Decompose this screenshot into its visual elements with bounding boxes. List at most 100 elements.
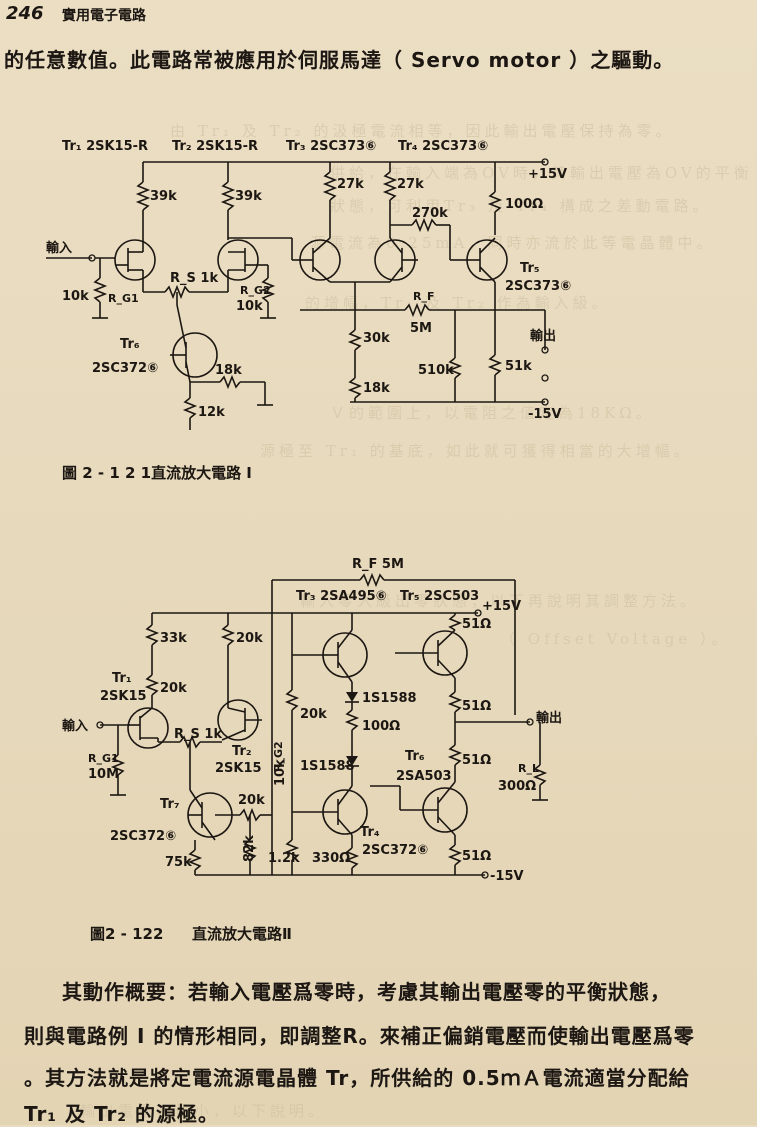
diode-1s1588-a: 1S1588: [345, 691, 417, 710]
resistor-51-ohm-b: 51Ω: [447, 678, 491, 722]
resistor-12k: 12k: [182, 382, 225, 430]
resistor-51-ohm-a: 51Ω: [448, 613, 491, 632]
bleed-through-text: 的增幅，Tr₁ 及 Tr₂ 作為輸入級。: [305, 294, 611, 312]
svg-text:27k: 27k: [337, 177, 364, 192]
svg-text:30k: 30k: [363, 331, 390, 346]
svg-text:輸出: 輸出: [530, 328, 556, 344]
svg-text:18k: 18k: [215, 363, 242, 378]
tr3-label: Tr₃ 2SC373⑥: [286, 139, 376, 154]
svg-text:Tr₄: Tr₄: [360, 825, 380, 840]
resistor-18k-a: 18k: [347, 377, 390, 402]
svg-text:輸入: 輸入: [62, 718, 88, 734]
svg-text:Tr₂: Tr₂: [232, 744, 252, 759]
tr5-transistor: Tr₅ 2SC373⑥: [449, 225, 571, 294]
tr6-transistor: Tr₆ 2SC372⑥: [92, 304, 218, 383]
svg-text:Tr₇: Tr₇: [160, 797, 180, 812]
tr5-transistor: [395, 629, 468, 679]
svg-text:R_S 1k: R_S 1k: [170, 271, 218, 286]
paragraph-line: Tr₁ 及 Tr₂ 的源極。: [24, 1102, 220, 1126]
svg-text:510k: 510k: [418, 363, 454, 378]
svg-text:-15V: -15V: [490, 869, 524, 884]
tr3-label: Tr₃ 2SA495⑥: [296, 589, 387, 604]
input-terminal: 輸入: [62, 718, 130, 734]
tr6-type: 2SA503: [396, 769, 452, 784]
tr1-label: Tr₁ 2SK15-R: [62, 139, 148, 154]
figure2-caption-title: 直流放大電路Ⅱ: [192, 925, 292, 943]
input-terminal: 輸入: [46, 240, 115, 262]
resistor-20k-b: 20k: [220, 613, 263, 708]
resistor-30k: 30k: [347, 325, 390, 378]
svg-text:75k: 75k: [165, 855, 192, 870]
resistor-100-ohm: 100Ω: [344, 709, 400, 746]
resistor-20k-d: 20k: [284, 613, 327, 840]
output-terminal: 輸出: [530, 310, 556, 354]
bleed-through-text: 供給，在輸入端為OV時，其輸出電壓為OV的平衡: [330, 164, 753, 182]
svg-text:51Ω: 51Ω: [462, 753, 491, 768]
svg-text:100Ω: 100Ω: [505, 197, 543, 212]
svg-text:10k: 10k: [273, 759, 288, 786]
svg-text:20k: 20k: [160, 681, 187, 696]
svg-text:51Ω: 51Ω: [462, 849, 491, 864]
resistor-330-ohm: 330Ω: [312, 835, 360, 875]
svg-text:R_S 1k: R_S 1k: [174, 727, 222, 742]
figure2-caption-number: 圖2 - 122: [90, 925, 164, 943]
tr1-fet: [114, 239, 156, 292]
tr4-transistor: Tr₄ 2SC372⑥: [292, 785, 428, 858]
figure1-caption: 圖 2 - 1 2 1直流放大電路 I: [62, 464, 252, 482]
svg-text:2SC372⑥: 2SC372⑥: [92, 361, 158, 376]
negative-rail: -15V: [195, 869, 524, 884]
svg-text:51Ω: 51Ω: [462, 699, 491, 714]
svg-text:82k: 82k: [242, 835, 257, 862]
svg-text:R_G1: R_G1: [108, 292, 139, 305]
resistor-33k: 33k: [144, 613, 187, 675]
paragraph-line: 則與電路例 I 的情形相同，即調整R。來補正偏銷電壓而使輸出電壓爲零: [24, 1024, 695, 1048]
figure-circuit-1: Tr₁ 2SK15-R Tr₂ 2SK15-R Tr₃ 2SC373⑥ Tr₄ …: [46, 139, 571, 430]
resistor-18k-b: 18k: [190, 363, 273, 406]
svg-text:20k: 20k: [238, 793, 265, 808]
svg-text:R_F 5M: R_F 5M: [352, 557, 404, 572]
tr5-label: Tr₅ 2SC503: [400, 589, 479, 604]
vminus-label: -15V: [528, 407, 562, 422]
tr6-transistor: [370, 781, 468, 836]
svg-text:10M: 10M: [88, 767, 119, 782]
tr3-transistor: [228, 237, 341, 283]
bleed-through-text: 輸入零入級出零狀態，以下再說明其調整方法。: [300, 592, 700, 610]
resistor-rf-feedback: R_F 5M: [272, 557, 516, 715]
diode-1s1588-b: 1S1588: [300, 746, 359, 786]
resistor-100-ohm: 100Ω: [487, 162, 543, 235]
svg-text:R_F: R_F: [413, 290, 434, 303]
svg-text:1S1588: 1S1588: [300, 759, 355, 774]
resistor-rg2: R_G2 10k: [236, 264, 276, 319]
svg-text:39k: 39k: [235, 189, 262, 204]
svg-text:1.2k: 1.2k: [268, 851, 300, 866]
paragraph-line: 。其方法就是將定電流源電晶體 Tr，所供給的 0.5ｍＡ電流適當分配給: [24, 1066, 690, 1090]
paragraph-line: 的任意數值。此電路常被應用於伺服馬達（ Servo motor ）之驅動。: [4, 48, 675, 72]
tr4-transistor: [374, 237, 418, 283]
tr1-name: Tr₁: [112, 671, 132, 686]
bleed-through-text: 狀態，可利用Tr₃ 及 Tr₄ 構成之差動電路。: [330, 197, 712, 215]
resistor-51-ohm-d: 51Ω: [447, 835, 491, 875]
tr6-name: Tr₆: [405, 749, 425, 764]
svg-text:12k: 12k: [198, 405, 225, 420]
svg-text:2SC373⑥: 2SC373⑥: [505, 279, 571, 294]
resistor-20k-c: 20k: [215, 793, 272, 823]
svg-text:輸入: 輸入: [46, 240, 72, 256]
svg-text:10k: 10k: [62, 289, 89, 304]
resistor-27k-b: 27k: [382, 162, 424, 238]
svg-text:2SC372⑥: 2SC372⑥: [110, 829, 176, 844]
svg-text:18k: 18k: [363, 381, 390, 396]
svg-text:Tr₆: Tr₆: [120, 337, 140, 352]
bleed-through-text: 輸出電壓為最小，以下說明。: [80, 1102, 328, 1120]
positive-rail: +15V: [152, 599, 521, 617]
tr2-fet: [217, 239, 259, 292]
page-number: 246: [6, 3, 44, 24]
bleed-through-text: （ Offset Voltage ）。: [500, 630, 731, 648]
resistor-rg2: R_G2 10k: [272, 741, 288, 786]
vplus-label: +15V: [528, 167, 567, 182]
resistor-rs: R_S 1k: [158, 727, 222, 790]
tr1-type: 2SK15: [100, 689, 147, 704]
resistor-39k-a: 39k: [135, 162, 177, 240]
resistor-rg1: 10k R_G1: [62, 258, 139, 319]
svg-text:10k: 10k: [236, 299, 263, 314]
